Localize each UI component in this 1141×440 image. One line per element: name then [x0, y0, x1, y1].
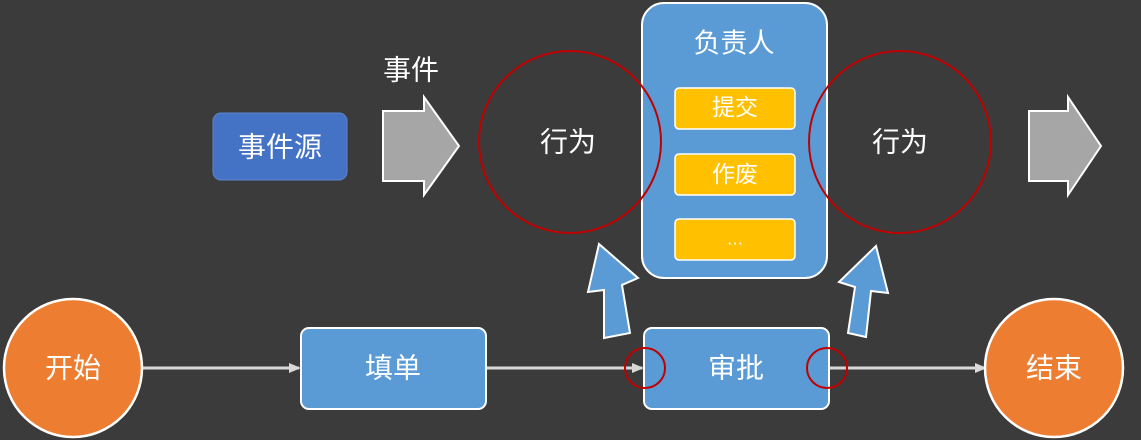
start-node: 开始 [2, 297, 144, 439]
action-label: … [727, 230, 743, 249]
fill-form-node: 填单 [300, 327, 487, 410]
action-label: 提交 [712, 95, 758, 121]
fill-form-label: 填单 [365, 352, 421, 385]
responsible-panel: 负责人 提交 作废 … [641, 2, 828, 279]
approve-label: 审批 [708, 352, 764, 385]
action-label: 作废 [712, 162, 758, 188]
event-arrow-right [1028, 93, 1103, 199]
behavior-right-label: 行为 [872, 126, 928, 159]
event-source-node: 事件源 [212, 112, 348, 181]
event-source-label: 事件源 [238, 131, 322, 164]
action-item: … [674, 218, 796, 261]
event-point-right [806, 347, 848, 389]
action-item: 提交 [674, 87, 796, 130]
behavior-left: 行为 [478, 50, 662, 234]
approve-node: 审批 [643, 327, 830, 410]
up-arrow-right [837, 244, 890, 339]
behavior-right: 行为 [808, 50, 992, 234]
action-item: 作废 [674, 153, 796, 196]
responsible-title: 负责人 [694, 29, 775, 60]
event-arrow-left [382, 93, 461, 199]
event-point-left [624, 347, 666, 389]
end-label: 结束 [1026, 352, 1082, 385]
event-label: 事件 [383, 54, 439, 87]
behavior-left-label: 行为 [540, 126, 596, 159]
end-node: 结束 [983, 297, 1125, 439]
up-arrow-left [586, 242, 640, 340]
start-label: 开始 [45, 352, 101, 385]
